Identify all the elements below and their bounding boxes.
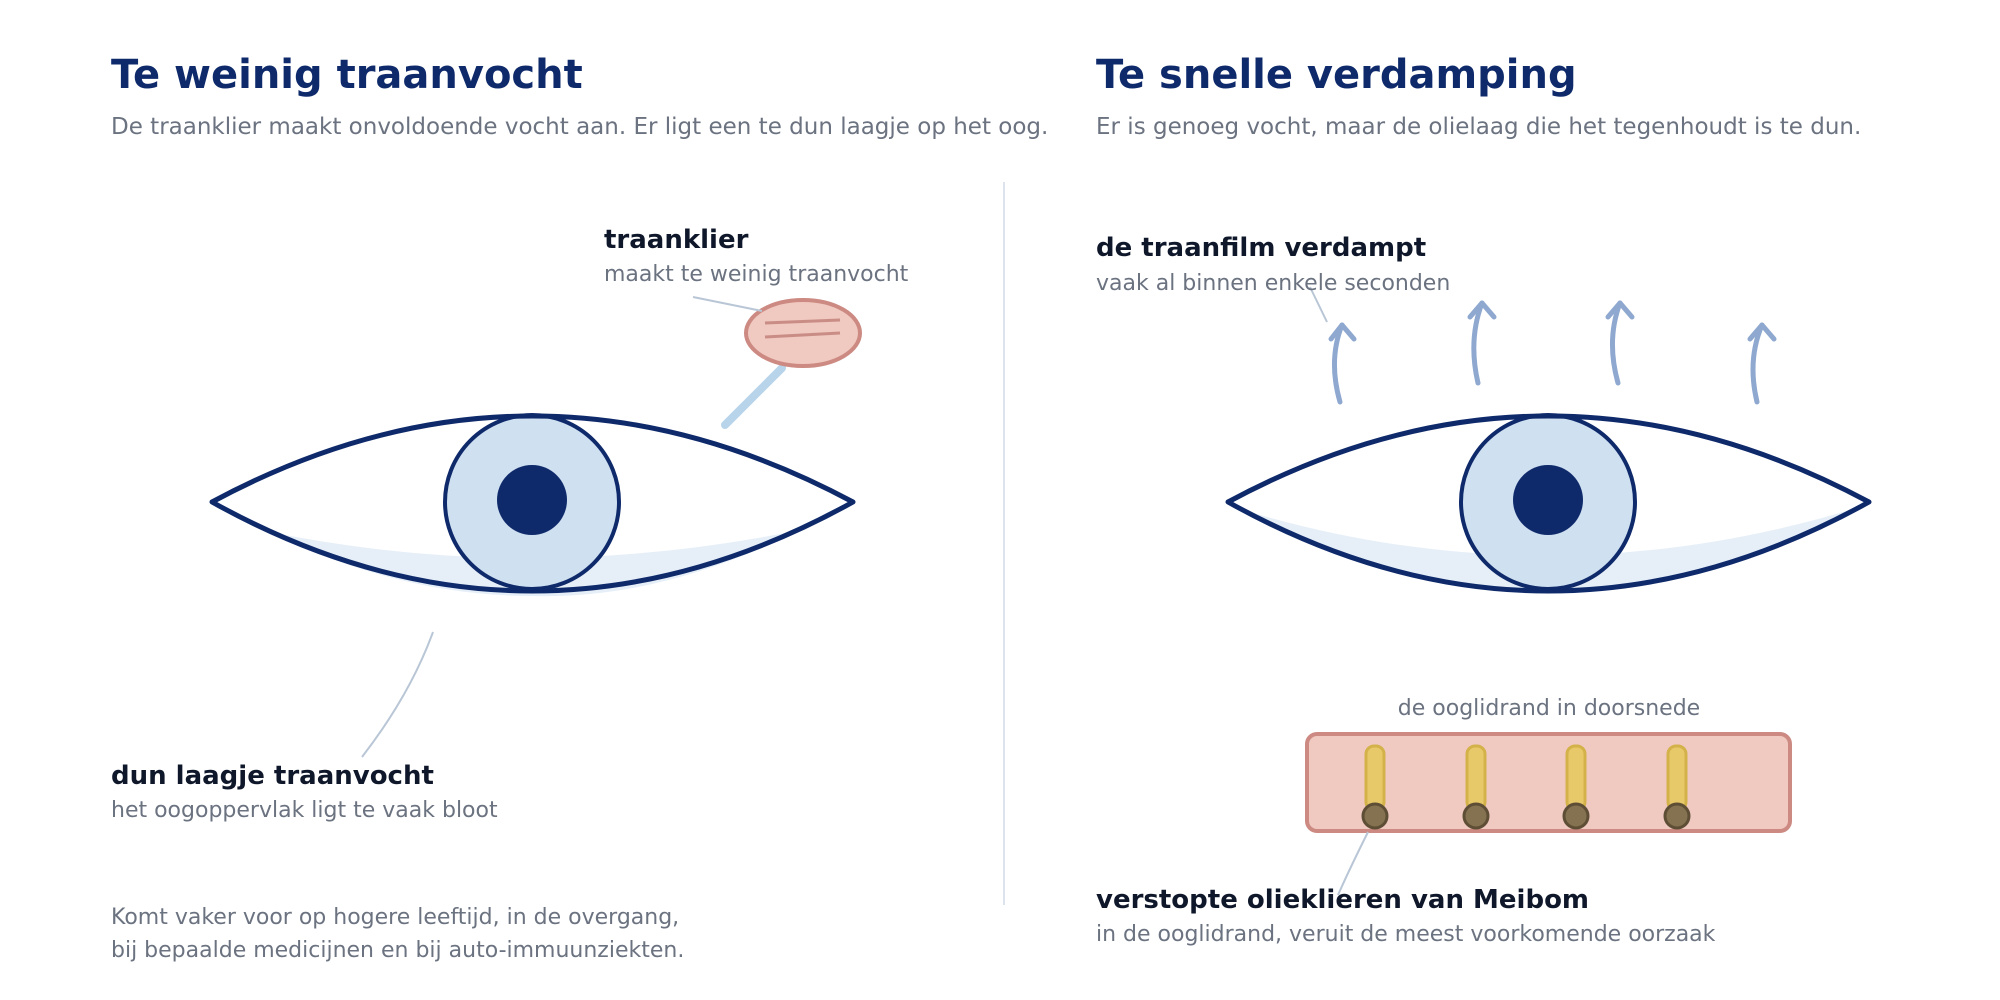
meibom-leader <box>1337 831 1369 896</box>
layer-sublabel: het oogoppervlak ligt te vaak bloot <box>111 798 498 823</box>
meibom-sublabel: in de ooglidrand, veruit de meest voorko… <box>1096 922 1716 947</box>
evap-label: de traanfilm verdampt <box>1096 233 1427 263</box>
evaporation-arrow-icon <box>1605 300 1635 386</box>
right-subtitle: Er is genoeg vocht, maar de olielaag die… <box>1096 114 1862 140</box>
eyelid-cross-section <box>1305 732 1792 833</box>
gland-leader <box>692 296 763 312</box>
meibomian-gland <box>1462 744 1490 830</box>
lid-caption: de ooglidrand in doorsnede <box>1397 696 1701 721</box>
layer-label: dun laagje traanvocht <box>111 761 434 791</box>
gland-sublabel: maakt te weinig traanvocht <box>604 262 909 287</box>
evaporation-arrow-icon <box>1747 322 1777 405</box>
eye-left <box>209 413 856 597</box>
evaporation-arrows <box>1328 300 1777 405</box>
meibomian-gland <box>1663 744 1691 830</box>
note-line: bij bepaalde medicijnen en bij auto-immu… <box>111 938 685 963</box>
gland-label: traanklier <box>604 225 749 255</box>
evaporation-arrow-icon <box>1467 300 1497 386</box>
tear-duct <box>721 364 786 429</box>
left-subtitle: De traanklier maakt onvoldoende vocht aa… <box>111 114 1049 140</box>
left-title: Te weinig traanvocht <box>111 52 583 98</box>
meibomian-gland <box>1361 744 1389 830</box>
meibom-label: verstopte olieklieren van Meibom <box>1096 885 1590 915</box>
evap-sublabel: vaak al binnen enkele seconden <box>1096 271 1451 296</box>
meibomian-gland <box>1562 744 1590 830</box>
note-line: Komt vaker voor op hogere leeftijd, in d… <box>111 905 680 930</box>
evaporation-arrow-icon <box>1328 322 1357 405</box>
eye-right <box>1225 413 1872 594</box>
right-title: Te snelle verdamping <box>1096 52 1577 98</box>
left-note: Komt vaker voor op hogere leeftijd, in d… <box>111 901 684 967</box>
lacrimal-gland <box>744 298 862 368</box>
evap-leader <box>1309 286 1328 323</box>
layer-leader <box>361 631 434 758</box>
